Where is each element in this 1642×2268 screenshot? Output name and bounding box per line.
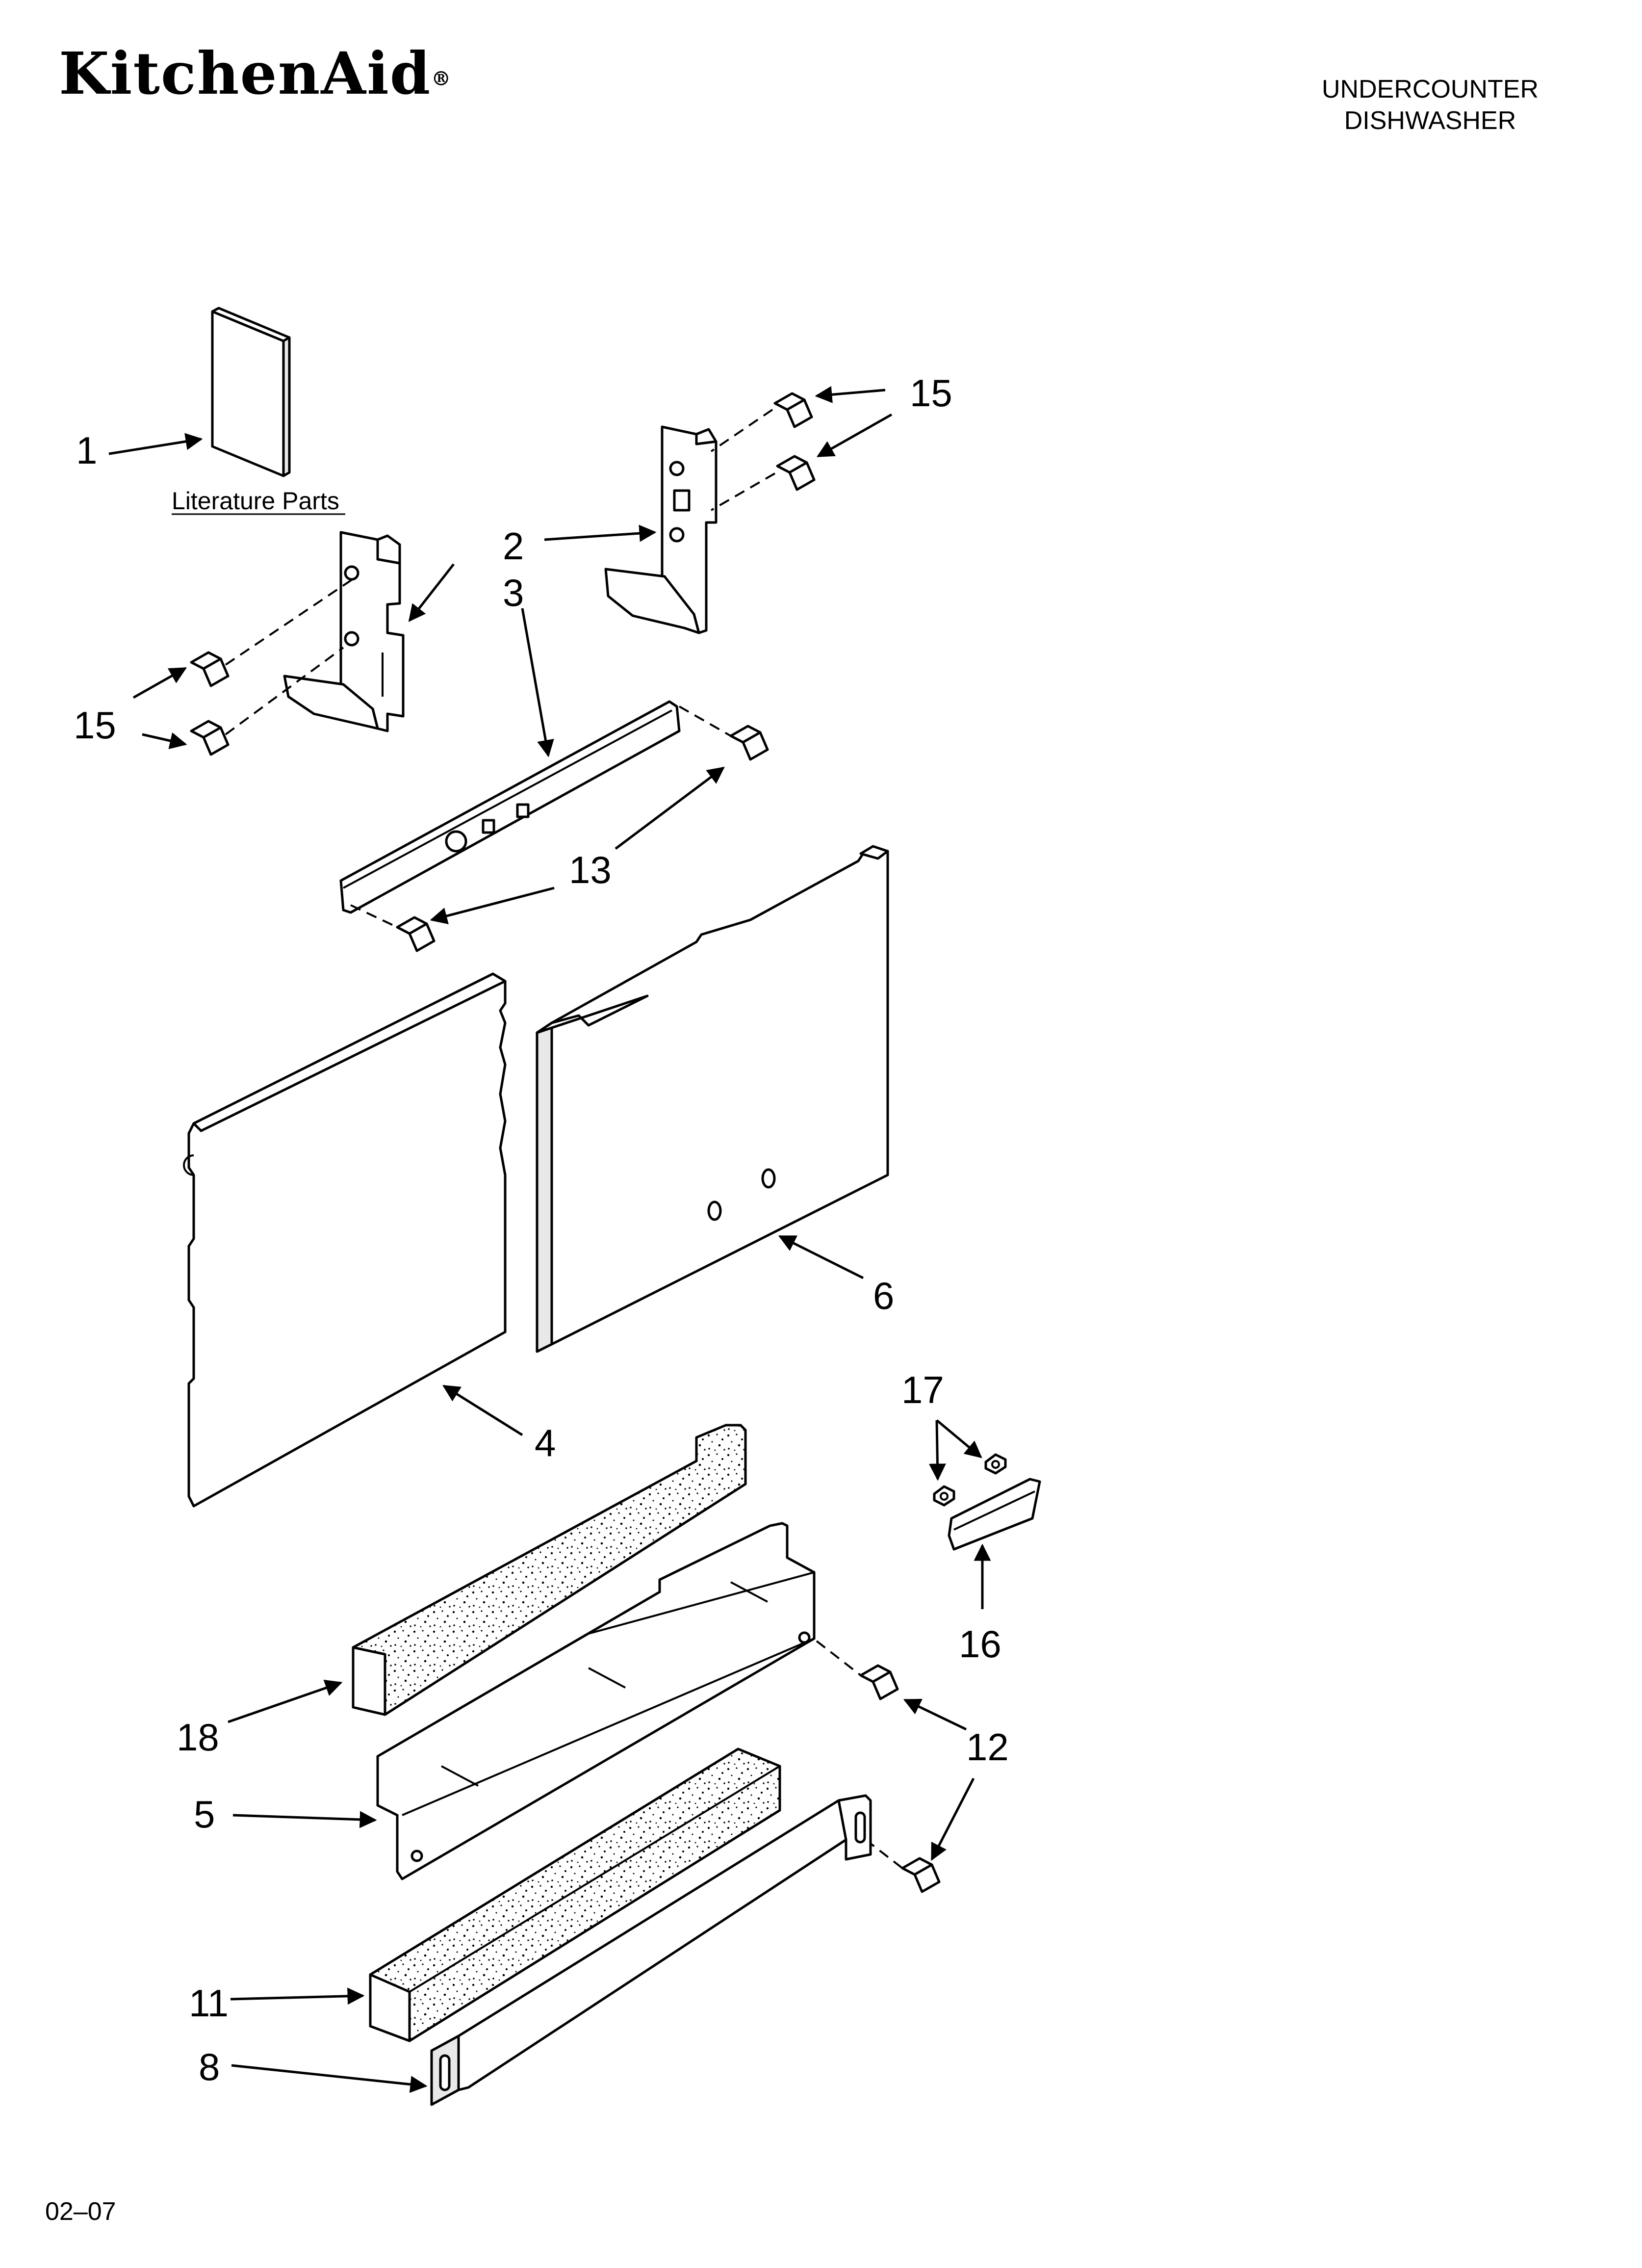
part-2-bracket-right: [604, 425, 718, 634]
screw-15-left-b: [190, 720, 230, 756]
leader-1: [108, 433, 203, 455]
part-4-door-panel: [183, 972, 507, 1508]
callout-5: 5: [194, 1793, 215, 1836]
part-3-rail: [339, 700, 681, 914]
screw-13-right: [729, 725, 769, 761]
callout-18: 18: [177, 1716, 219, 1759]
screw-12-upper: [859, 1664, 899, 1700]
callout-15-top: 15: [910, 371, 952, 415]
screw-15-top-a: [773, 392, 813, 428]
screw-15-left-a: [190, 651, 230, 687]
leader-4: [442, 1384, 523, 1436]
leader-2b: [408, 563, 455, 622]
leader-12b: [930, 1777, 975, 1861]
callout-4: 4: [535, 1421, 556, 1464]
leader-11: [230, 1987, 365, 2005]
callout-6: 6: [873, 1274, 894, 1317]
revision-code: 02–07: [45, 2197, 116, 2226]
leader-15c: [132, 667, 187, 699]
leader-2a: [544, 524, 657, 542]
callout-11: 11: [189, 1981, 229, 2025]
part-1-literature: [211, 307, 291, 477]
screw-15-top-b: [776, 455, 816, 491]
dash-13b: [350, 904, 398, 928]
callout-16: 16: [959, 1622, 1001, 1666]
title-line-2: DISHWASHER: [1344, 106, 1516, 135]
document-title: UNDERCOUNTER DISHWASHER: [1283, 74, 1577, 136]
part-18-insulation: [352, 1424, 747, 1716]
part-5-toe-bracket: [376, 1522, 816, 1880]
leader-15b: [816, 413, 893, 458]
callout-13: 13: [569, 848, 612, 891]
leader-3: [521, 608, 554, 757]
title-line-1: UNDERCOUNTER: [1322, 75, 1539, 104]
brand-name: KitchenAid: [59, 39, 432, 107]
callout-15-left: 15: [74, 704, 116, 747]
part-2-bracket-left: [283, 531, 405, 732]
part-8-kickplate: [430, 1794, 872, 2106]
part-11-insulation: [369, 1747, 781, 2042]
leader-17b: [936, 1419, 982, 1459]
leader-5: [232, 1811, 377, 1828]
brand-registered-mark: ®: [431, 67, 452, 90]
leader-17a: [928, 1420, 946, 1481]
dash-15c: [225, 578, 354, 666]
leader-15d: [142, 732, 187, 750]
leader-13a: [615, 766, 725, 850]
callout-8: 8: [199, 2045, 220, 2088]
part-6-door-panel: [536, 845, 889, 1353]
callout-1: 1: [76, 429, 97, 472]
brand-logo: KitchenAid®: [59, 39, 452, 107]
literature-label: Literature Parts: [172, 487, 339, 515]
screw-12-lower: [901, 1857, 941, 1893]
leader-18: [228, 1679, 343, 1723]
callout-2: 2: [503, 524, 524, 568]
callout-12: 12: [966, 1725, 1009, 1769]
part-17-nut-a: [933, 1485, 955, 1507]
leader-15a: [815, 386, 886, 403]
leader-8: [231, 2064, 428, 2093]
part-17-nut-b: [984, 1453, 1007, 1475]
callout-3: 3: [503, 571, 524, 614]
screw-13-left: [396, 916, 436, 952]
dash-15d: [225, 647, 344, 735]
dash-12a: [816, 1640, 862, 1676]
part-16-handle-trim: [948, 1478, 1041, 1551]
leader-13b: [430, 886, 555, 925]
callout-17: 17: [901, 1368, 944, 1411]
dash-15b: [711, 472, 775, 511]
leader-6: [778, 1235, 864, 1279]
leader-12a: [903, 1698, 967, 1731]
dash-15a: [710, 409, 773, 452]
dash-13a: [679, 705, 731, 737]
